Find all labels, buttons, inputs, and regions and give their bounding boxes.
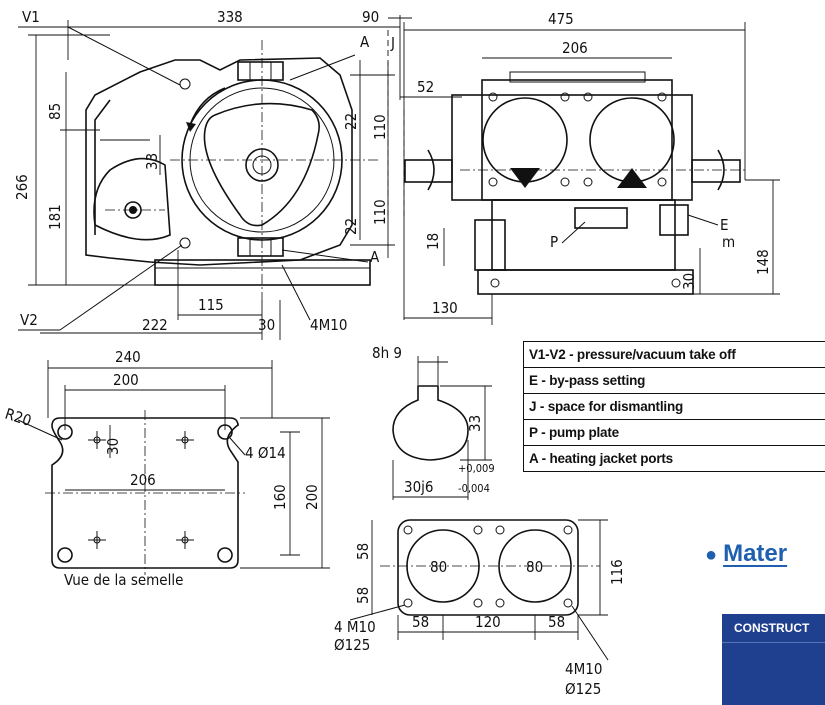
legend-row: E - by-pass setting [524,368,825,394]
dim-130: 130 [432,299,458,317]
dim-58-top: 58 [354,543,372,560]
legend-row: V1-V2 - pressure/vacuum take off [524,341,825,368]
dim-206-top: 206 [562,39,588,57]
dim-200-side: 200 [303,484,321,510]
dim-58-right: 58 [548,613,565,631]
materials-heading: ●Mater [705,540,787,568]
caption-vue-semelle: Vue de la semelle [64,571,183,589]
tol-plus: +0,009 [458,462,495,475]
dim-33-front: 33 [143,153,161,170]
label-m: m [722,233,735,251]
shaft-section-view: 8h 9 33 30j6 +0,009 -0,004 [372,344,495,500]
dim-266: 266 [13,174,31,200]
dim-58-left: 58 [412,613,429,631]
dim-115: 115 [198,296,224,314]
dim-110-bottom: 110 [371,199,389,225]
dim-222: 222 [142,316,168,334]
dim-181: 181 [46,204,64,230]
dim-110-top: 110 [371,114,389,140]
dim-120: 120 [475,613,501,631]
legend-row: J - space for dismantling [524,394,825,420]
label-v2: V2 [20,311,38,329]
label-4m10-left: 4 M10 [334,618,376,636]
label-p: P [550,233,558,251]
dim-22-top: 22 [342,113,360,130]
dim-22-bottom: 22 [342,218,360,235]
dim-30-front: 30 [258,316,275,334]
label-4m10-right: 4M10 [565,660,602,678]
construction-header: CONSTRUCT [722,614,825,643]
label-a-bottom: A [370,248,380,266]
dim-52: 52 [417,78,434,96]
dim-90: 90 [362,8,379,26]
legend-row: P - pump plate [524,420,825,446]
bullet-icon: ● [705,544,718,566]
front-view: 338 V1 90 J A 266 85 181 [13,8,412,340]
dim-30-side: 30 [680,273,698,290]
label-v1: V1 [22,8,40,26]
label-r20: R20 [3,405,34,430]
dim-116: 116 [608,559,626,585]
label-d125-left: Ø125 [334,636,370,654]
dim-30j6: 30j6 [404,478,434,496]
dim-85: 85 [46,103,64,120]
label-4-phi14: 4 Ø14 [245,444,286,462]
dim-33-shaft: 33 [466,415,484,432]
materials-heading-text: Mater [723,540,788,567]
label-8h9: 8h 9 [372,344,402,362]
dim-338: 338 [217,8,243,26]
base-plate-view: 240 200 R20 4 Ø14 30 206 160 200 [3,348,330,589]
flange-view: 80 80 58 58 116 58 120 58 4 M10 Ø125 4M1… [334,519,626,698]
dim-18: 18 [424,233,442,250]
label-j: J [390,34,395,52]
construction-table: CONSTRUCT [722,614,825,705]
dim-148: 148 [754,249,772,275]
dim-58-bottom: 58 [354,587,372,604]
dim-200-top: 200 [113,371,139,389]
label-d125-right: Ø125 [565,680,601,698]
side-view: 475 206 52 P E m [400,10,780,325]
dim-206-plate: 206 [130,471,156,489]
legend-table: V1-V2 - pressure/vacuum take off E - by-… [523,341,825,472]
tol-minus: -0,004 [458,482,490,495]
dim-160: 160 [271,484,289,510]
label-a-top: A [360,33,370,51]
legend-row: A - heating jacket ports [524,446,825,472]
label-e: E [720,216,729,234]
label-4m10-front: 4M10 [310,316,347,334]
dim-475: 475 [548,10,574,28]
dim-30-plate: 30 [104,438,122,455]
dim-80-left: 80 [430,558,447,576]
dim-240: 240 [115,348,141,366]
dim-80-right: 80 [526,558,543,576]
